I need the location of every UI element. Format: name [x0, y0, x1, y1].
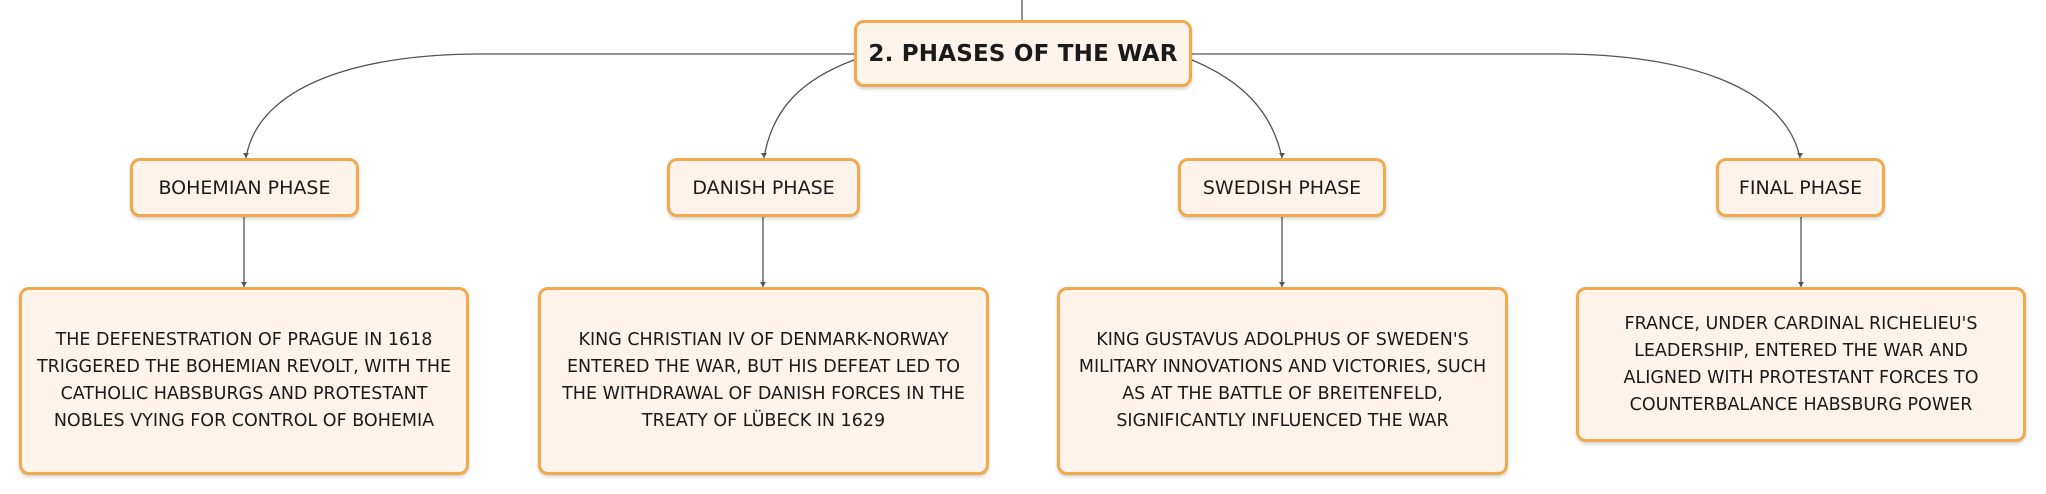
phase-node-final[interactable]: FINAL PHASE	[1716, 158, 1885, 217]
phase-node-swedish[interactable]: SWEDISH PHASE	[1178, 158, 1386, 217]
root-topic-node[interactable]: 2. PHASES OF THE WAR	[854, 20, 1192, 87]
arrowhead-phase-2	[761, 153, 767, 158]
detail-node-final[interactable]: FRANCE, UNDER CARDINAL RICHELIEU'S LEADE…	[1576, 287, 2026, 442]
detail-text: KING CHRISTIAN IV OF DENMARK-NORWAY ENTE…	[562, 330, 965, 431]
root-topic-label: 2. PHASES OF THE WAR	[868, 40, 1178, 67]
detail-node-swedish[interactable]: KING GUSTAVUS ADOLPHUS OF SWEDEN'S MILIT…	[1057, 287, 1508, 475]
arrowhead-detail-1	[241, 282, 247, 287]
arrowhead-phase-3	[1279, 153, 1285, 158]
detail-text: KING GUSTAVUS ADOLPHUS OF SWEDEN'S MILIT…	[1078, 330, 1487, 431]
connector-root-phase-4	[1192, 53, 1801, 159]
detail-text: THE DEFENESTRATION OF PRAGUE IN 1618 TRI…	[36, 330, 452, 431]
connector-root-phase-3	[1191, 59, 1283, 159]
arrowhead-detail-4	[1798, 282, 1804, 287]
arrowhead-phase-4	[1797, 153, 1803, 158]
phase-label: DANISH PHASE	[692, 176, 835, 199]
phase-label: FINAL PHASE	[1738, 176, 1863, 199]
connector-root-phase-1	[245, 53, 854, 159]
arrowhead-detail-2	[760, 282, 766, 287]
phase-node-bohemian[interactable]: BOHEMIAN PHASE	[130, 158, 359, 217]
detail-text: FRANCE, UNDER CARDINAL RICHELIEU'S LEADE…	[1623, 313, 1979, 415]
arrowhead-phase-1	[243, 153, 249, 158]
detail-node-bohemian[interactable]: THE DEFENESTRATION OF PRAGUE IN 1618 TRI…	[19, 287, 469, 475]
detail-node-danish[interactable]: KING CHRISTIAN IV OF DENMARK-NORWAY ENTE…	[538, 287, 989, 475]
phase-label: BOHEMIAN PHASE	[158, 176, 331, 199]
arrowhead-detail-3	[1279, 282, 1285, 287]
phase-label: SWEDISH PHASE	[1202, 176, 1362, 199]
phase-node-danish[interactable]: DANISH PHASE	[667, 158, 860, 217]
connector-root-phase-2	[763, 59, 855, 159]
